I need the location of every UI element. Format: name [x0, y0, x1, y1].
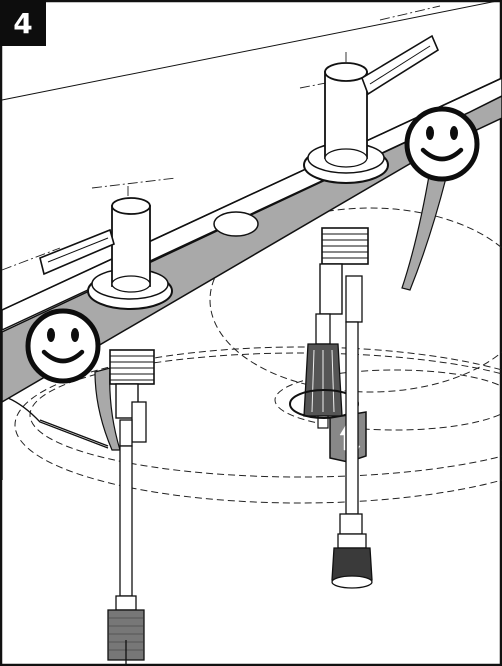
left-valve-body — [109, 349, 155, 447]
cabinet-under-counter — [1, 397, 109, 480]
right-faucet-handle — [303, 34, 440, 184]
sink-basin-outline — [14, 207, 502, 504]
center-spout-hole — [213, 211, 259, 237]
installation-wrench-tool — [303, 313, 343, 429]
sink-cutout-right — [401, 169, 447, 291]
left-supply-hose — [107, 445, 145, 664]
right-valve-body — [319, 227, 369, 323]
left-faucet-handle — [39, 197, 173, 310]
step-number-badge: 4 — [0, 0, 46, 46]
countertop-back-line — [1, 0, 502, 101]
smiley-face-icon — [404, 106, 480, 182]
smiley-face-icon — [25, 308, 101, 384]
right-supply-hose — [331, 321, 373, 589]
